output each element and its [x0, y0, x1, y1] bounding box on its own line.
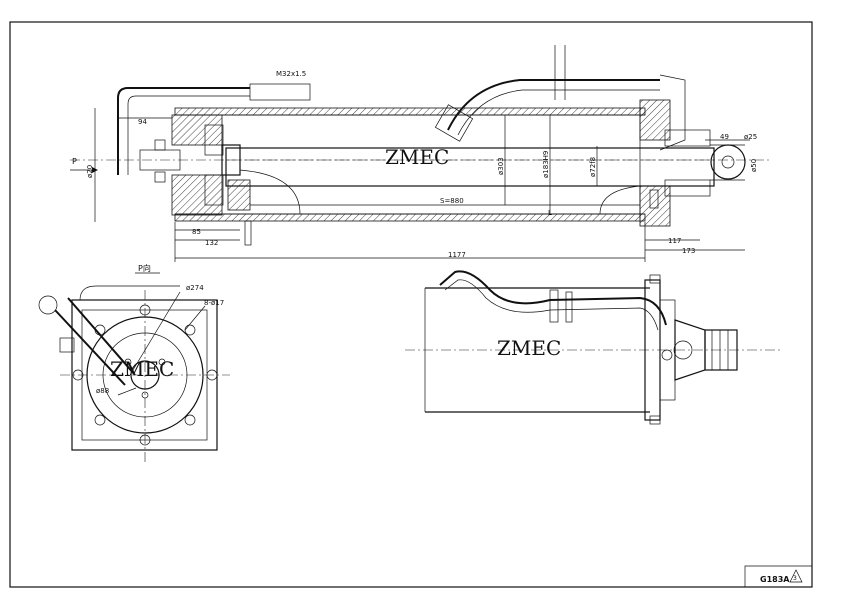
pin-diameter: ø25: [744, 133, 757, 141]
dimension-85: 85: [192, 228, 201, 236]
revision-triangle: [789, 569, 803, 583]
drawing-frame: [9, 21, 813, 588]
revision-mark: 3: [793, 575, 797, 582]
brand-label-right: ZMEC: [497, 336, 561, 360]
cylinder-section-view: [70, 45, 770, 262]
eye-diameter: ø50: [750, 159, 758, 172]
rod-diameter: ø72f8: [589, 157, 597, 177]
end-flange-view: [38, 285, 230, 465]
view-label: P向: [138, 263, 151, 273]
mark-l: L: [548, 209, 552, 217]
dimension-94: 94: [138, 118, 147, 126]
title-block: [744, 565, 812, 587]
port-diameter: ø20: [86, 165, 94, 178]
dimension-117: 117: [668, 237, 681, 245]
dimension-173: 173: [682, 247, 695, 255]
bolt-holes: 8-ø17: [204, 299, 224, 307]
dimension-49: 49: [720, 133, 729, 141]
stroke-dimension: S=880: [440, 197, 464, 205]
dimension-1177: 1177: [448, 251, 466, 259]
brand-label-main: ZMEC: [385, 145, 449, 169]
dimension-132: 132: [205, 239, 218, 247]
thread-dimension: M32x1.5: [276, 70, 306, 78]
exterior-view: [405, 270, 780, 425]
flange-center-diameter: ø88: [96, 387, 109, 395]
brand-label-left: ZMEC: [110, 357, 174, 381]
bolt-circle-diameter: ø274: [186, 284, 204, 292]
arrow-label-p: P: [72, 157, 77, 166]
inner-diameter: ø183H9: [542, 151, 550, 178]
drawing-number: G183A: [760, 575, 790, 584]
bore-diameter: ø303: [497, 157, 505, 175]
